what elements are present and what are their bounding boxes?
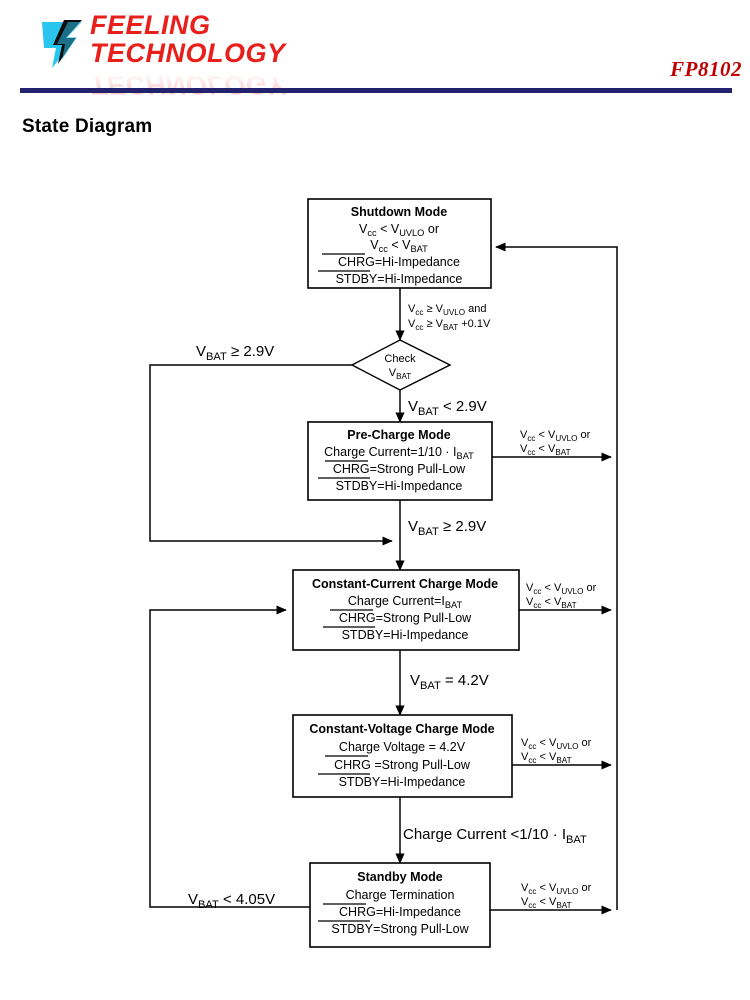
page-title: State Diagram [22, 116, 153, 137]
precharge-stdby: STDBY=Hi-Impedance [336, 479, 463, 493]
svg-text:Vcc < VBAT: Vcc < VBAT [520, 443, 571, 457]
svg-text:Vcc < VUVLO or: Vcc < VUVLO or [520, 429, 591, 443]
standby-stdby: STDBY=Strong Pull-Low [331, 922, 469, 936]
svg-text:Vcc < VUVLO or: Vcc < VUVLO or [521, 737, 592, 751]
label-vbat-eq-42: VBAT = 4.2V [410, 672, 489, 692]
standby-termination: Charge Termination [346, 888, 455, 902]
state-box-shutdown[interactable]: Shutdown Mode Vcc < VUVLO or Vcc < VBAT … [307, 198, 492, 289]
edge-standby-to-cc-recharge [149, 605, 310, 908]
check-vbat-diamond [350, 339, 452, 391]
page-header: FEELING TECHNOLOGY TECHNOLOGY FP8102 [0, 0, 750, 100]
standby-box-outline [309, 862, 491, 948]
logo-line-feeling: FEELING [90, 10, 211, 40]
shutdown-box-outline [307, 198, 492, 289]
feeling-f-mark-icon [42, 20, 82, 68]
edge-check-to-cc-bypass [149, 364, 393, 546]
header-divider [20, 88, 732, 93]
label-fault-standby: Vcc < VUVLO or Vcc < VBAT [521, 882, 592, 910]
shutdown-condition-2: Vcc < VBAT [370, 238, 428, 254]
svg-text:Vcc < VBAT: Vcc < VBAT [521, 896, 572, 910]
shutdown-chrg: CHRG=Hi-Impedance [338, 255, 460, 269]
label-fault-cv: Vcc < VUVLO or Vcc < VBAT [521, 737, 592, 765]
label-fault-cc: Vcc < VUVLO or Vcc < VBAT [526, 582, 597, 610]
shutdown-condition-1: Vcc < VUVLO or [359, 222, 439, 238]
label-vbat-lt-29: VBAT < 2.9V [408, 398, 487, 418]
cv-voltage: Charge Voltage = 4.2V [339, 740, 466, 754]
logo-wordmark: FEELING TECHNOLOGY [90, 12, 286, 67]
standby-title: Standby Mode [357, 870, 442, 884]
label-vbat-ge-29-down: VBAT ≥ 2.9V [408, 518, 486, 538]
logo-line-technology: TECHNOLOGY [90, 38, 286, 68]
cv-chrg: CHRG =Strong Pull-Low [334, 758, 471, 772]
standby-chrg: CHRG=Hi-Impedance [339, 905, 461, 919]
logo-reflection: TECHNOLOGY [90, 70, 286, 100]
state-box-precharge[interactable]: Pre-Charge Mode Charge Current=1/10 · IB… [307, 421, 493, 501]
state-box-constant-voltage[interactable]: Constant-Voltage Charge Mode Charge Volt… [292, 714, 513, 798]
state-diagram-container: Shutdown Mode Vcc < VUVLO or Vcc < VBAT … [0, 160, 750, 1000]
label-vbat-lt-405: VBAT < 4.05V [188, 891, 275, 911]
cc-stdby: STDBY=Hi-Impedance [342, 628, 469, 642]
cc-chrg: CHRG=Strong Pull-Low [339, 611, 472, 625]
svg-text:Vcc < VUVLO or: Vcc < VUVLO or [526, 582, 597, 596]
label-enter-check-line1: Vcc ≥ VUVLO and [408, 303, 487, 317]
label-vbat-ge-29-left: VBAT ≥ 2.9V [196, 343, 274, 363]
cc-title: Constant-Current Charge Mode [312, 577, 498, 591]
cv-title: Constant-Voltage Charge Mode [309, 722, 494, 736]
shutdown-stdby: STDBY=Hi-Impedance [336, 272, 463, 286]
precharge-title: Pre-Charge Mode [347, 428, 451, 442]
part-number-label: FP8102 [670, 57, 742, 81]
label-fault-precharge: Vcc < VUVLO or Vcc < VBAT [520, 429, 591, 457]
state-box-constant-current[interactable]: Constant-Current Charge Mode Charge Curr… [292, 569, 520, 651]
label-charge-current-termination: Charge Current <1/10 · IBAT [403, 826, 587, 846]
svg-text:Vcc < VUVLO or: Vcc < VUVLO or [521, 882, 592, 896]
state-box-standby[interactable]: Standby Mode Charge Termination CHRG=Hi-… [309, 862, 491, 948]
check-vbat-line2: VBAT [389, 367, 412, 381]
decision-check-vbat[interactable]: Check VBAT [350, 339, 452, 391]
state-diagram: Shutdown Mode Vcc < VUVLO or Vcc < VBAT … [149, 198, 618, 948]
edge-fault-bus-to-shutdown [495, 242, 618, 910]
cv-stdby: STDBY=Hi-Impedance [339, 775, 466, 789]
svg-text:Vcc < VBAT: Vcc < VBAT [526, 596, 577, 610]
logo-reflection-technology: TECHNOLOGY [90, 70, 286, 100]
svg-text:Vcc < VBAT: Vcc < VBAT [521, 751, 572, 765]
label-enter-check-line2: Vcc ≥ VBAT +0.1V [408, 318, 491, 332]
cc-current: Charge Current=IBAT [348, 594, 463, 610]
shutdown-title: Shutdown Mode [351, 205, 448, 219]
precharge-current: Charge Current=1/10 · IBAT [324, 445, 474, 461]
precharge-chrg: CHRG=Strong Pull-Low [333, 462, 466, 476]
check-vbat-line1: Check [384, 353, 416, 365]
